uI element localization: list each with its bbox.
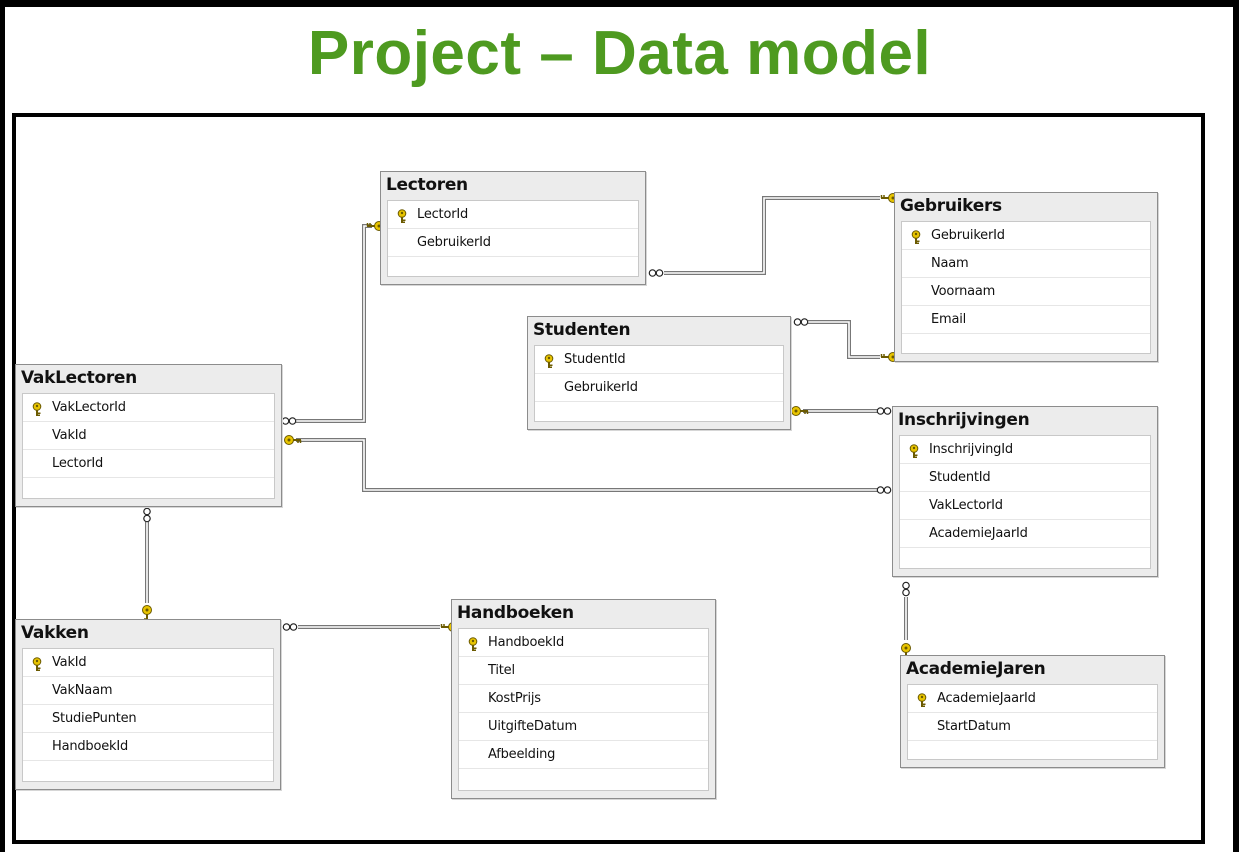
table-handboeken[interactable]: Handboeken HandboekId Titel KostPrijs Ui… [451, 599, 716, 799]
table-title: Vakken [21, 623, 89, 643]
column-list: AcademieJaarId StartDatum [907, 684, 1158, 760]
table-title: Gebruikers [900, 196, 1002, 216]
primary-key-icon [396, 207, 408, 223]
column-row[interactable]: Titel [459, 657, 708, 685]
column-row[interactable]: Email [902, 306, 1150, 334]
column-list: VakId VakNaam StudiePunten HandboekId [22, 648, 274, 782]
column-row[interactable]: LectorId [388, 201, 638, 229]
column-list: VakLectorId VakId LectorId [22, 393, 275, 499]
table-inschrijvingen[interactable]: Inschrijvingen InschrijvingId StudentId … [892, 406, 1158, 577]
column-row[interactable]: Naam [902, 250, 1150, 278]
column-row[interactable]: Voornaam [902, 278, 1150, 306]
table-title: VakLectoren [21, 368, 137, 388]
table-title: Inschrijvingen [898, 410, 1030, 430]
table-vakken[interactable]: Vakken VakId VakNaam StudiePunten Handbo… [15, 619, 281, 790]
column-row[interactable]: StudiePunten [23, 705, 273, 733]
column-row[interactable]: StartDatum [908, 713, 1157, 741]
column-row[interactable]: VakId [23, 649, 273, 677]
table-gebruikers[interactable]: Gebruikers GebruikerId Naam Voornaam Ema… [894, 192, 1158, 362]
primary-key-icon [467, 635, 479, 651]
column-row[interactable]: VakLectorId [23, 394, 274, 422]
column-row[interactable]: KostPrijs [459, 685, 708, 713]
primary-key-icon [908, 442, 920, 458]
frame-top [0, 0, 1239, 7]
column-row[interactable]: GebruikerId [535, 374, 783, 402]
slide-title: Project – Data model [307, 19, 932, 88]
frame-right [1233, 0, 1239, 852]
table-title: Handboeken [457, 603, 574, 623]
primary-key-icon [910, 228, 922, 244]
column-list: HandboekId Titel KostPrijs UitgifteDatum… [458, 628, 709, 791]
column-row[interactable]: AcademieJaarId [908, 685, 1157, 713]
column-row[interactable]: GebruikerId [388, 229, 638, 257]
primary-key-icon [31, 400, 43, 416]
primary-key-icon [543, 352, 555, 368]
column-row[interactable]: HandboekId [459, 629, 708, 657]
table-lectoren[interactable]: Lectoren LectorId GebruikerId [380, 171, 646, 285]
column-list: InschrijvingId StudentId VakLectorId Aca… [899, 435, 1151, 569]
table-studenten[interactable]: Studenten StudentId GebruikerId [527, 316, 791, 430]
column-row[interactable]: StudentId [535, 346, 783, 374]
primary-key-icon [916, 691, 928, 707]
table-title: AcademieJaren [906, 659, 1046, 679]
column-row[interactable]: Afbeelding [459, 741, 708, 769]
column-row[interactable]: VakNaam [23, 677, 273, 705]
frame-left [0, 0, 5, 852]
column-row[interactable]: VakLectorId [900, 492, 1150, 520]
column-list: StudentId GebruikerId [534, 345, 784, 422]
column-row[interactable]: GebruikerId [902, 222, 1150, 250]
column-list: LectorId GebruikerId [387, 200, 639, 277]
column-row[interactable]: InschrijvingId [900, 436, 1150, 464]
column-row[interactable]: HandboekId [23, 733, 273, 761]
table-title: Studenten [533, 320, 631, 340]
column-list: GebruikerId Naam Voornaam Email [901, 221, 1151, 354]
column-row[interactable]: LectorId [23, 450, 274, 478]
column-row[interactable]: VakId [23, 422, 274, 450]
table-vaklectoren[interactable]: VakLectoren VakLectorId VakId LectorId [15, 364, 282, 507]
table-title: Lectoren [386, 175, 468, 195]
primary-key-icon [31, 655, 43, 671]
column-row[interactable]: StudentId [900, 464, 1150, 492]
column-row[interactable]: UitgifteDatum [459, 713, 708, 741]
column-row[interactable]: AcademieJaarId [900, 520, 1150, 548]
table-academiejaren[interactable]: AcademieJaren AcademieJaarId StartDatum [900, 655, 1165, 768]
